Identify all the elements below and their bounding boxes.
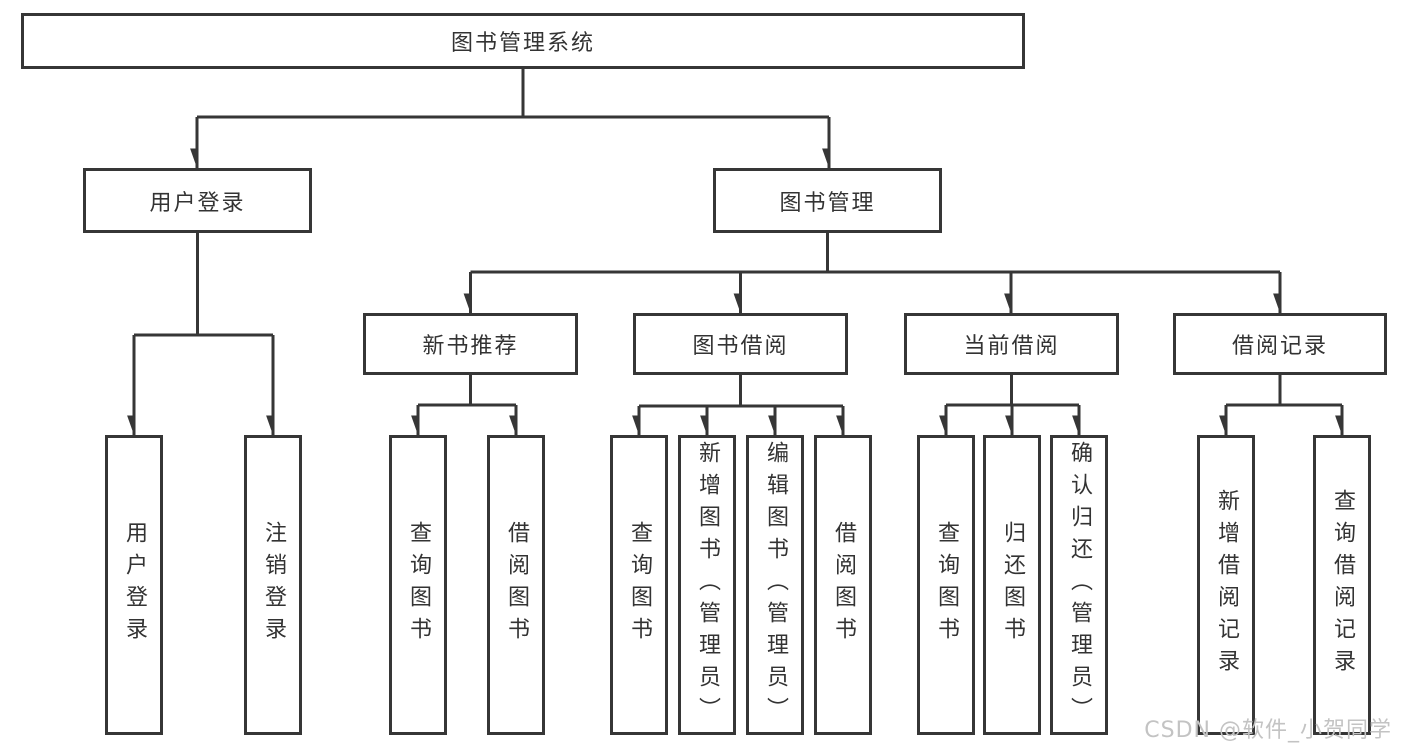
leaf-add-borrow-record: 新增借阅记录 <box>1197 435 1255 735</box>
node-book-borrowing: 图书借阅 <box>633 313 848 375</box>
node-root-label: 图书管理系统 <box>450 31 595 56</box>
leaf-return-books-label: 归还图书 <box>1000 521 1025 649</box>
leaf-user-login: 用户登录 <box>105 435 163 735</box>
watermark: CSDN @软件_小贺同学 <box>1144 718 1392 743</box>
node-new-book-recommendation-label: 新书推荐 <box>422 334 519 359</box>
leaf-query-borrow-record-label: 查询借阅记录 <box>1330 489 1355 681</box>
leaf-query-books-current-label: 查询图书 <box>934 521 959 649</box>
leaf-add-book-admin: 新增图书（管理员） <box>678 435 736 735</box>
leaf-logout: 注销登录 <box>244 435 302 735</box>
leaf-return-books: 归还图书 <box>983 435 1041 735</box>
leaf-query-books-recommend-label: 查询图书 <box>406 521 431 649</box>
leaf-query-books-borrowing-label: 查询图书 <box>627 521 652 649</box>
leaf-add-book-admin-label: 新增图书（管理员） <box>695 441 720 729</box>
leaf-confirm-return-admin: 确认归还（管理员） <box>1050 435 1108 735</box>
node-new-book-recommendation: 新书推荐 <box>363 313 578 375</box>
leaf-query-borrow-record: 查询借阅记录 <box>1313 435 1371 735</box>
node-user-login: 用户登录 <box>83 168 312 233</box>
leaf-add-borrow-record-label: 新增借阅记录 <box>1214 489 1239 681</box>
leaf-borrow-books-recommend-label: 借阅图书 <box>504 521 529 649</box>
leaf-edit-book-admin-label: 编辑图书（管理员） <box>763 441 788 729</box>
leaf-confirm-return-admin-label: 确认归还（管理员） <box>1067 441 1092 729</box>
leaf-user-login-label: 用户登录 <box>122 521 147 649</box>
node-current-borrowing-label: 当前借阅 <box>963 334 1060 359</box>
leaf-borrow-books-borrowing-label: 借阅图书 <box>831 521 856 649</box>
node-book-borrowing-label: 图书借阅 <box>692 334 789 359</box>
leaf-logout-label: 注销登录 <box>261 521 286 649</box>
node-book-management: 图书管理 <box>713 168 942 233</box>
node-book-management-label: 图书管理 <box>779 190 876 216</box>
leaf-query-books-current: 查询图书 <box>917 435 975 735</box>
node-root: 图书管理系统 <box>21 13 1025 69</box>
node-borrowing-records: 借阅记录 <box>1173 313 1387 375</box>
leaf-query-books-recommend: 查询图书 <box>389 435 447 735</box>
node-borrowing-records-label: 借阅记录 <box>1231 334 1328 359</box>
leaf-query-books-borrowing: 查询图书 <box>610 435 668 735</box>
leaf-borrow-books-borrowing: 借阅图书 <box>814 435 872 735</box>
leaf-borrow-books-recommend: 借阅图书 <box>487 435 545 735</box>
node-user-login-label: 用户登录 <box>149 190 246 216</box>
leaf-edit-book-admin: 编辑图书（管理员） <box>746 435 804 735</box>
node-current-borrowing: 当前借阅 <box>904 313 1119 375</box>
